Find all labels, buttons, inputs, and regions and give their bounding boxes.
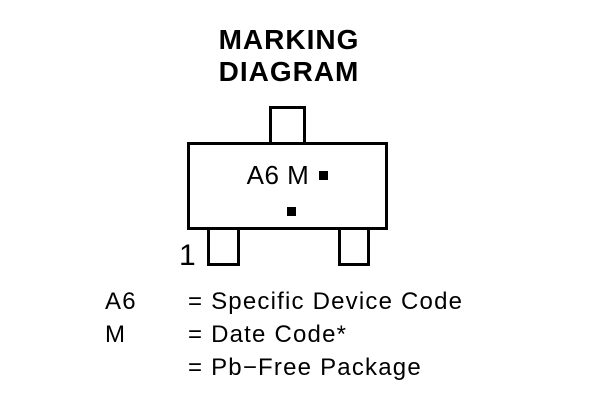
marking-row: A6 M bbox=[190, 161, 385, 189]
diagram-title: MARKING DIAGRAM bbox=[0, 24, 578, 88]
legend-row-date-code: M = Date Code* bbox=[105, 318, 463, 351]
title-line-2: DIAGRAM bbox=[218, 56, 360, 87]
legend-term-device-code: A6 bbox=[105, 287, 137, 315]
package-bottom-right-lead bbox=[338, 227, 370, 266]
pin1-label: 1 bbox=[179, 239, 196, 272]
legend-definition-date-code: = Date Code* bbox=[188, 320, 348, 348]
legend: A6 = Specific Device Code M = Date Code*… bbox=[105, 285, 463, 384]
legend-definition-pb-free: = Pb−Free Package bbox=[188, 353, 422, 381]
package-top-lead bbox=[269, 106, 306, 145]
title-line-1: MARKING bbox=[218, 24, 360, 55]
device-marking-text: A6 M bbox=[246, 160, 310, 190]
legend-term-date-code: M bbox=[105, 320, 127, 348]
pb-free-dot-icon bbox=[319, 170, 329, 180]
legend-row-pb-free: = Pb−Free Package bbox=[105, 351, 463, 384]
pb-free-dot-icon bbox=[287, 207, 296, 216]
package-body: A6 M bbox=[187, 142, 388, 230]
legend-definition-device-code: = Specific Device Code bbox=[188, 287, 464, 315]
package-bottom-left-lead bbox=[207, 227, 240, 266]
legend-row-device-code: A6 = Specific Device Code bbox=[105, 285, 463, 318]
